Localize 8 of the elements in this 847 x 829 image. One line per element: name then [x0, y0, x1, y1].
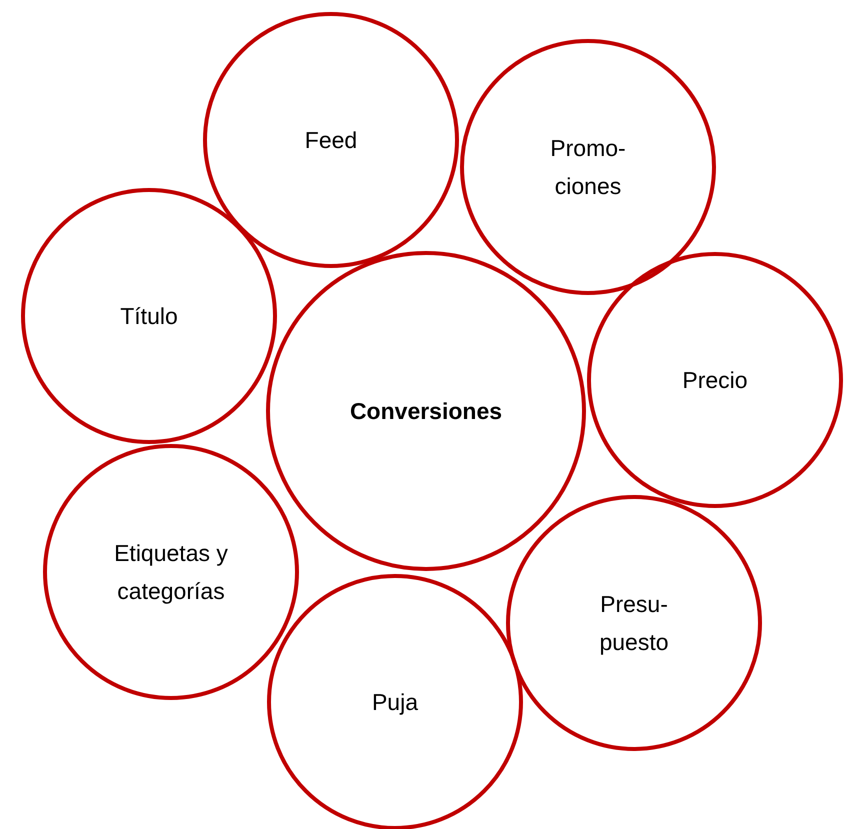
node-label: Precio — [681, 366, 749, 395]
node-label: Presu- puesto — [598, 590, 670, 657]
node-label: Puja — [370, 688, 420, 717]
node-label: Promo- ciones — [549, 134, 627, 201]
node-label: Etiquetas y categorías — [113, 539, 229, 606]
node-label: Feed — [304, 126, 358, 155]
node-label: Conversiones — [348, 397, 504, 426]
node-label: Título — [119, 302, 179, 331]
